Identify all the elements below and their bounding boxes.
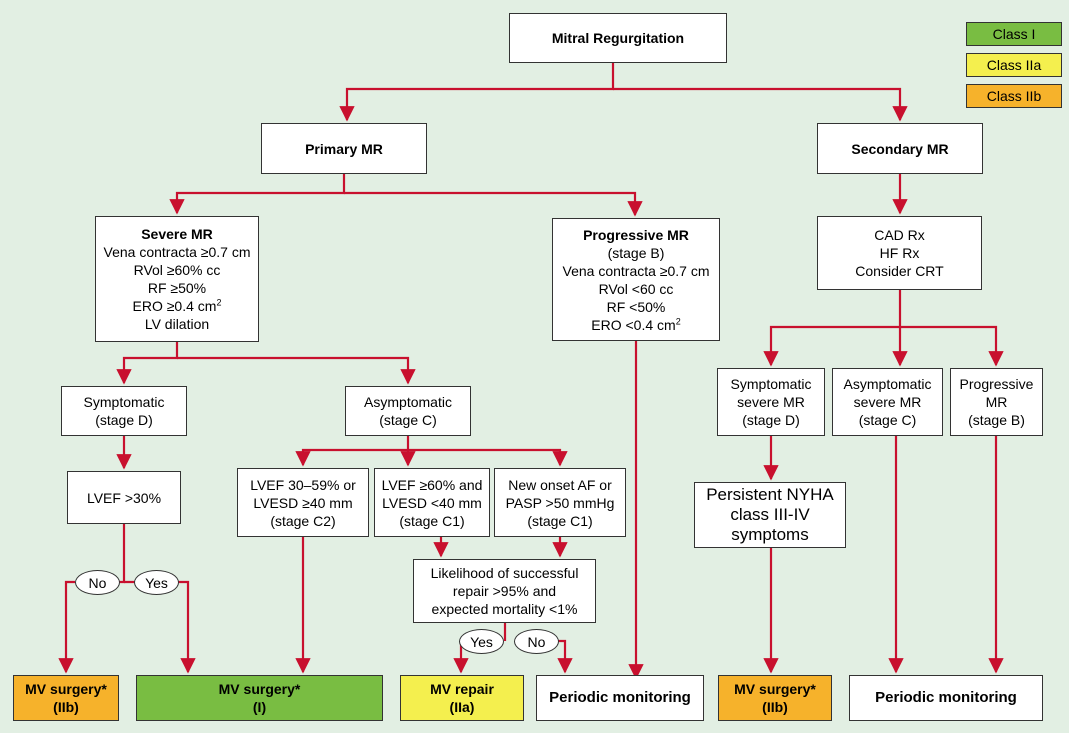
box-line: Consider CRT [855, 263, 944, 279]
severe-mr-box: Severe MR Vena contracta ≥0.7 cm RVol ≥6… [95, 216, 259, 342]
legend-class-iia: Class IIa [966, 53, 1062, 77]
box-line: Persistent NYHA [706, 485, 834, 504]
box-label: Mitral Regurgitation [551, 30, 685, 46]
no-decision-oval: No [75, 570, 120, 595]
legend-label: Class I [992, 26, 1036, 42]
oval-label: Yes [470, 633, 493, 650]
legend-label: Class IIa [986, 57, 1042, 73]
box-title: Severe MR [141, 226, 213, 242]
box-line: expected mortality <1% [431, 601, 578, 617]
box-line-text: ERO ≥0.4 cm [132, 298, 217, 314]
yes-decision-oval: Yes [459, 629, 504, 654]
box-line: Vena contracta ≥0.7 cm [103, 244, 251, 260]
box-line: MV surgery* [218, 681, 301, 697]
box-line: HF Rx [879, 245, 920, 261]
box-label: Secondary MR [851, 140, 949, 157]
oval-label: Yes [145, 574, 168, 591]
box-line: (stage B) [968, 412, 1025, 428]
mitral-regurgitation-box: Mitral Regurgitation [509, 13, 727, 63]
box-line: (stage C1) [527, 512, 593, 529]
box-line: PASP >50 mmHg [505, 494, 615, 511]
box-line: LVEF ≥60% and [381, 476, 483, 493]
stage-c2-box: LVEF 30–59% or LVESD ≥40 mm (stage C2) [237, 468, 369, 537]
box-line: (IIa) [449, 699, 475, 715]
outcome-periodic-monitoring: Periodic monitoring [536, 675, 704, 721]
box-line: LVEF 30–59% or [250, 476, 356, 493]
box-line: LVESD <40 mm [382, 494, 482, 511]
no-decision-oval: No [514, 629, 559, 654]
box-line: (stage C1) [399, 512, 465, 529]
box-line: (stage C2) [270, 512, 336, 529]
box-line: (stage C) [858, 412, 917, 428]
oval-label: No [88, 574, 107, 591]
superscript: 2 [675, 315, 681, 326]
box-line: (stage D) [742, 412, 800, 428]
box-line: severe MR [737, 394, 805, 410]
box-line: MV surgery* [734, 681, 816, 697]
box-label: Primary MR [305, 140, 383, 157]
box-line: repair >95% and [452, 583, 557, 599]
box-line: RF <50% [606, 298, 666, 315]
box-line: Symptomatic [83, 394, 165, 410]
yes-decision-oval: Yes [134, 570, 179, 595]
box-line: CAD Rx [874, 227, 925, 243]
stage-c1-lvef-box: LVEF ≥60% and LVESD <40 mm (stage C1) [374, 468, 490, 537]
secondary-rx-box: CAD Rx HF Rx Consider CRT [817, 216, 982, 290]
outcome-mv-surgery-iib: MV surgery* (IIb) [13, 675, 119, 721]
box-line: ERO <0.4 cm2 [591, 316, 680, 334]
box-line: Progressive [959, 376, 1034, 392]
box-line: Periodic monitoring [549, 689, 691, 706]
progressive-mr-box: Progressive MR (stage B) Vena contracta … [552, 218, 720, 341]
lvef-30-box: LVEF >30% [67, 471, 181, 524]
box-line: Likelihood of successful [430, 565, 579, 581]
box-line: class III-IV [730, 505, 810, 524]
outcome-mv-surgery-iib: MV surgery* (IIb) [718, 675, 832, 721]
box-line: MV surgery* [25, 681, 107, 697]
sec-symptomatic-box: Symptomatic severe MR (stage D) [717, 368, 825, 436]
box-line: ERO ≥0.4 cm2 [133, 297, 222, 315]
box-line: Vena contracta ≥0.7 cm [562, 262, 710, 279]
box-title: Progressive MR [583, 226, 689, 243]
box-line: (stage C) [379, 412, 437, 428]
box-line: symptoms [731, 525, 809, 544]
box-line: New onset AF or [508, 476, 612, 493]
oval-label: No [527, 633, 546, 650]
box-line: LVESD ≥40 mm [253, 494, 353, 511]
box-line: RF ≥50% [147, 280, 207, 296]
legend-label: Class IIb [986, 88, 1042, 104]
box-line: Symptomatic [730, 376, 812, 392]
box-line: Asymptomatic [364, 394, 452, 410]
stage-c1-af-box: New onset AF or PASP >50 mmHg (stage C1) [494, 468, 626, 537]
secondary-mr-box: Secondary MR [817, 123, 983, 174]
symptomatic-stage-d-box: Symptomatic (stage D) [61, 386, 187, 436]
box-line: (IIb) [53, 699, 79, 715]
persistent-nyha-box: Persistent NYHA class III-IV symptoms [694, 482, 846, 548]
sec-progressive-box: Progressive MR (stage B) [950, 368, 1043, 436]
box-line: MR [985, 394, 1008, 410]
box-line: Periodic monitoring [875, 689, 1017, 706]
box-label: LVEF >30% [86, 489, 162, 506]
box-line: (IIb) [762, 699, 788, 715]
legend-class-i: Class I [966, 22, 1062, 46]
box-line: RVol <60 cc [598, 280, 674, 297]
outcome-periodic-monitoring: Periodic monitoring [849, 675, 1043, 721]
box-line-text: ERO <0.4 cm [591, 316, 676, 333]
primary-mr-box: Primary MR [261, 123, 427, 174]
box-line: (I) [252, 699, 267, 715]
box-line: severe MR [853, 394, 922, 410]
legend-class-iib: Class IIb [966, 84, 1062, 108]
sec-asymptomatic-box: Asymptomatic severe MR (stage C) [832, 368, 943, 436]
box-line: LV dilation [144, 316, 210, 332]
likelihood-repair-box: Likelihood of successful repair >95% and… [413, 559, 596, 623]
box-line: MV repair [430, 681, 494, 697]
box-line: RVol ≥60% cc [133, 262, 221, 278]
box-line: (stage B) [607, 244, 665, 261]
outcome-mv-repair-iia: MV repair (IIa) [400, 675, 524, 721]
outcome-mv-surgery-i: MV surgery* (I) [136, 675, 383, 721]
superscript: 2 [216, 297, 222, 308]
box-line: (stage D) [95, 412, 153, 428]
asymptomatic-stage-c-box: Asymptomatic (stage C) [345, 386, 471, 436]
box-line: Asymptomatic [843, 376, 932, 392]
